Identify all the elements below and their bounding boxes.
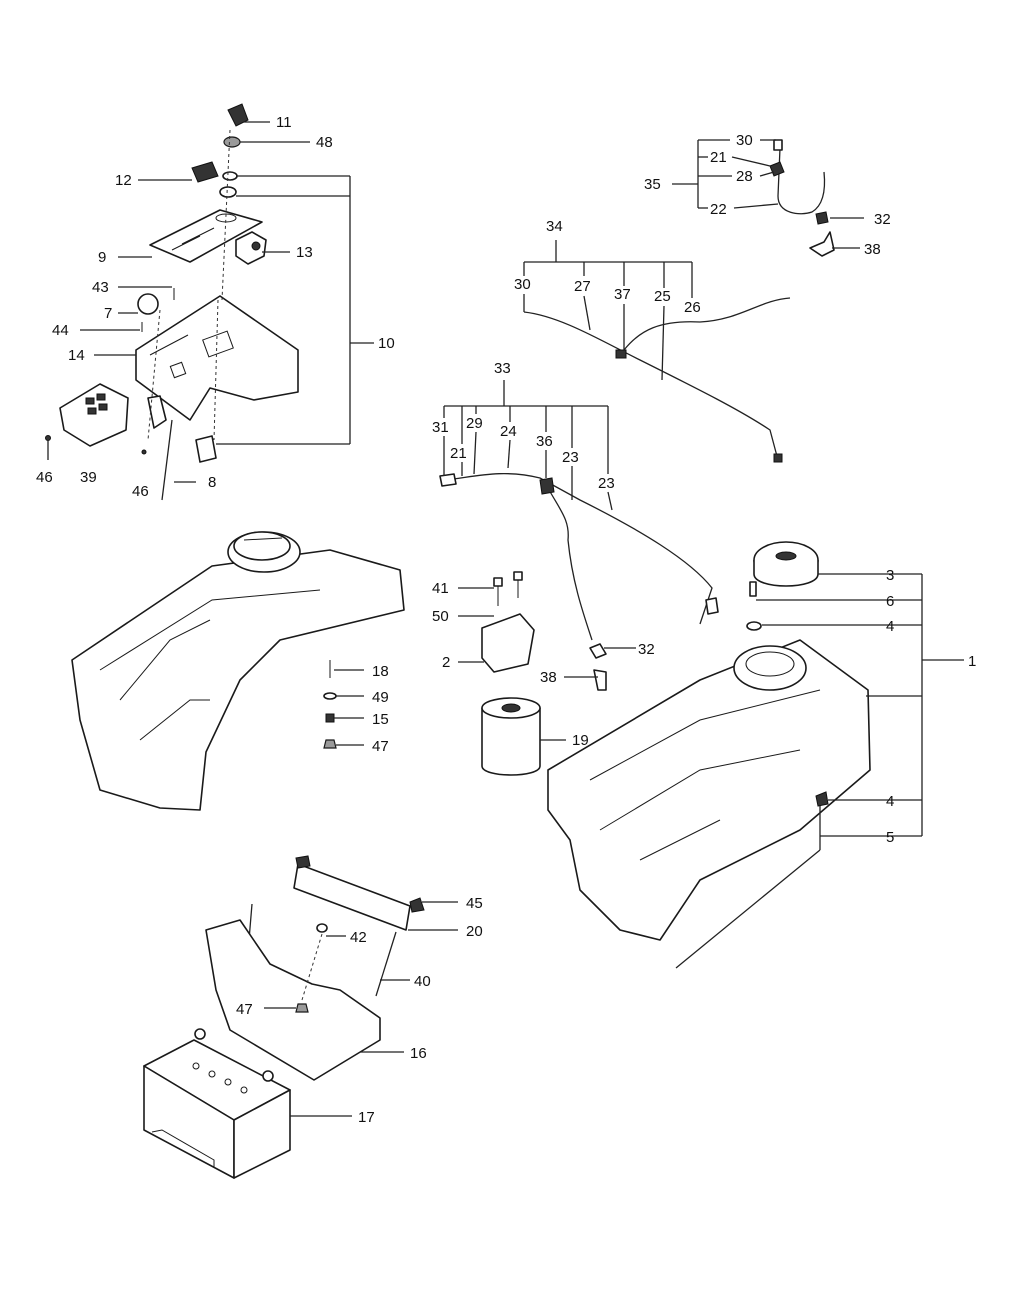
o-ring <box>219 186 237 198</box>
leader-lines <box>47 121 964 1117</box>
callout-21-top: 21 <box>710 149 727 166</box>
callout-36: 36 <box>536 433 553 450</box>
callout-20: 20 <box>466 923 483 940</box>
callout-2: 2 <box>442 654 450 671</box>
callout-16: 16 <box>410 1045 427 1062</box>
throttle-knob <box>227 103 249 127</box>
callout-24: 24 <box>500 423 517 440</box>
callout-49: 49 <box>372 689 389 706</box>
callout-19: 19 <box>572 732 589 749</box>
callout-50: 50 <box>432 608 449 625</box>
callout-3: 3 <box>886 567 894 584</box>
callout-42: 42 <box>350 929 367 946</box>
callout-1: 1 <box>968 653 976 670</box>
callout-40: 40 <box>414 973 431 990</box>
callout-35: 35 <box>644 176 661 193</box>
callout-45: 45 <box>466 895 483 912</box>
callout-21-mid: 21 <box>450 445 467 462</box>
callout-47-mid: 47 <box>372 738 389 755</box>
callout-29: 29 <box>466 415 483 432</box>
battery-tray <box>205 919 381 1081</box>
callout-47-bottom: 47 <box>236 1001 253 1018</box>
callout-15: 15 <box>372 711 389 728</box>
fuel-line-assembly-33 <box>439 472 719 641</box>
callout-4-top: 4 <box>886 618 894 635</box>
tank-hardware <box>323 660 337 749</box>
callout-32-top: 32 <box>874 211 891 228</box>
callout-30-top: 30 <box>736 132 753 149</box>
nut <box>223 136 241 148</box>
callout-38-mid: 38 <box>540 669 557 686</box>
callout-23-left: 23 <box>562 449 579 466</box>
callout-13: 13 <box>296 244 313 261</box>
callout-22: 22 <box>710 201 727 218</box>
left-fuel-tank <box>71 531 405 811</box>
callout-17: 17 <box>358 1109 375 1126</box>
display-unit <box>59 383 129 447</box>
key-switch <box>195 435 217 463</box>
callout-43: 43 <box>92 279 109 296</box>
callout-48: 48 <box>316 134 333 151</box>
callout-30-mid: 30 <box>514 276 531 293</box>
callout-38-top: 38 <box>864 241 881 258</box>
fuel-filter <box>481 708 541 776</box>
callout-11: 11 <box>276 114 292 131</box>
callout-44: 44 <box>52 322 69 339</box>
callout-4-bottom: 4 <box>886 793 894 810</box>
callout-39: 39 <box>80 469 97 486</box>
switch <box>191 161 219 183</box>
callout-14: 14 <box>68 347 85 364</box>
callout-28: 28 <box>736 168 753 185</box>
control-plate <box>149 209 263 263</box>
right-fuel-tank <box>547 541 871 969</box>
callout-34: 34 <box>546 218 563 235</box>
battery-mount <box>205 855 425 1081</box>
control-panel-assembly <box>45 103 299 501</box>
callout-31: 31 <box>432 419 449 436</box>
callout-26: 26 <box>684 299 701 316</box>
hold-down-bar <box>293 863 411 931</box>
callout-9: 9 <box>98 249 106 266</box>
callout-27: 27 <box>574 278 591 295</box>
callout-7: 7 <box>104 305 112 322</box>
callout-32-mid: 32 <box>638 641 655 658</box>
switch-bracket <box>147 395 167 429</box>
washer <box>222 171 238 181</box>
clamp <box>815 211 829 225</box>
callout-23-right: 23 <box>598 475 615 492</box>
callout-18: 18 <box>372 663 389 680</box>
ignition-module <box>235 231 267 265</box>
callout-5: 5 <box>886 829 894 846</box>
choke-cable <box>161 419 173 501</box>
fuel-filter-assembly <box>481 571 607 776</box>
dash-panel <box>135 295 299 421</box>
knob-ball <box>137 293 159 315</box>
callout-8: 8 <box>208 474 216 491</box>
callout-37: 37 <box>614 286 631 303</box>
callout-6: 6 <box>886 593 894 610</box>
callout-12: 12 <box>115 172 132 189</box>
tee-fitting <box>809 231 835 257</box>
fuel-hose <box>777 147 826 215</box>
callout-41: 41 <box>432 580 449 597</box>
callout-labels: 11 48 12 9 13 43 7 44 10 14 46 39 46 8 3… <box>36 114 976 1126</box>
filter-head <box>481 613 535 673</box>
callout-10: 10 <box>378 335 395 352</box>
callout-25: 25 <box>654 288 671 305</box>
fuel-line-assembly-34 <box>523 297 791 463</box>
callout-46-left: 46 <box>36 469 53 486</box>
battery <box>143 1028 291 1179</box>
callout-46-right: 46 <box>132 483 149 500</box>
callout-33: 33 <box>494 360 511 377</box>
fuel-line-assembly-35 <box>769 139 835 257</box>
